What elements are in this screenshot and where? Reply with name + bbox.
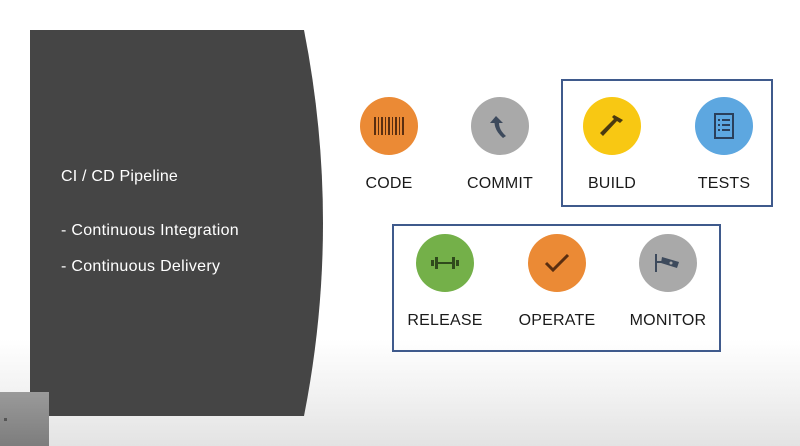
build-tests-group-box	[561, 79, 773, 207]
operate-circle	[528, 234, 586, 292]
title-panel-shape	[30, 30, 323, 416]
tests-circle	[695, 97, 753, 155]
stage-operate: OPERATE	[502, 234, 612, 330]
stage-commit-label: COMMIT	[466, 175, 534, 192]
checkmark-icon	[544, 253, 570, 273]
stage-tests: TESTS	[669, 97, 779, 193]
release-operate-monitor-group-box	[392, 224, 721, 352]
stage-build-label: BUILD	[587, 175, 637, 192]
checklist-icon	[714, 113, 734, 139]
stage-monitor-label: MONITOR	[629, 312, 707, 329]
stage-release: RELEASE	[390, 234, 500, 330]
monitor-circle	[639, 234, 697, 292]
stage-build: BUILD	[557, 97, 667, 193]
curved-arrow-up-icon	[490, 116, 506, 138]
stage-release-label: RELEASE	[407, 312, 483, 329]
stage-commit: COMMIT	[445, 97, 555, 193]
panel-title: CI / CD Pipeline	[61, 168, 179, 185]
bullet-continuous-delivery: - Continuous Delivery	[61, 258, 221, 275]
stage-operate-label: OPERATE	[518, 312, 596, 329]
title-panel: CI / CD Pipeline - Continuous Integratio…	[0, 0, 340, 446]
stage-code: CODE	[334, 97, 444, 193]
commit-circle	[471, 97, 529, 155]
barcode-icon	[374, 117, 404, 135]
stage-tests-label: TESTS	[697, 175, 751, 192]
code-circle	[360, 97, 418, 155]
webcam-mark	[4, 418, 7, 421]
stage-code-label: CODE	[365, 175, 413, 192]
security-camera-icon	[655, 254, 679, 272]
release-circle	[416, 234, 474, 292]
presenter-webcam-thumbnail	[0, 392, 49, 446]
bullet-continuous-integration: - Continuous Integration	[61, 222, 239, 239]
hammer-icon	[600, 115, 623, 136]
stage-monitor: MONITOR	[613, 234, 723, 330]
build-circle	[583, 97, 641, 155]
dumbbell-icon	[431, 257, 459, 269]
